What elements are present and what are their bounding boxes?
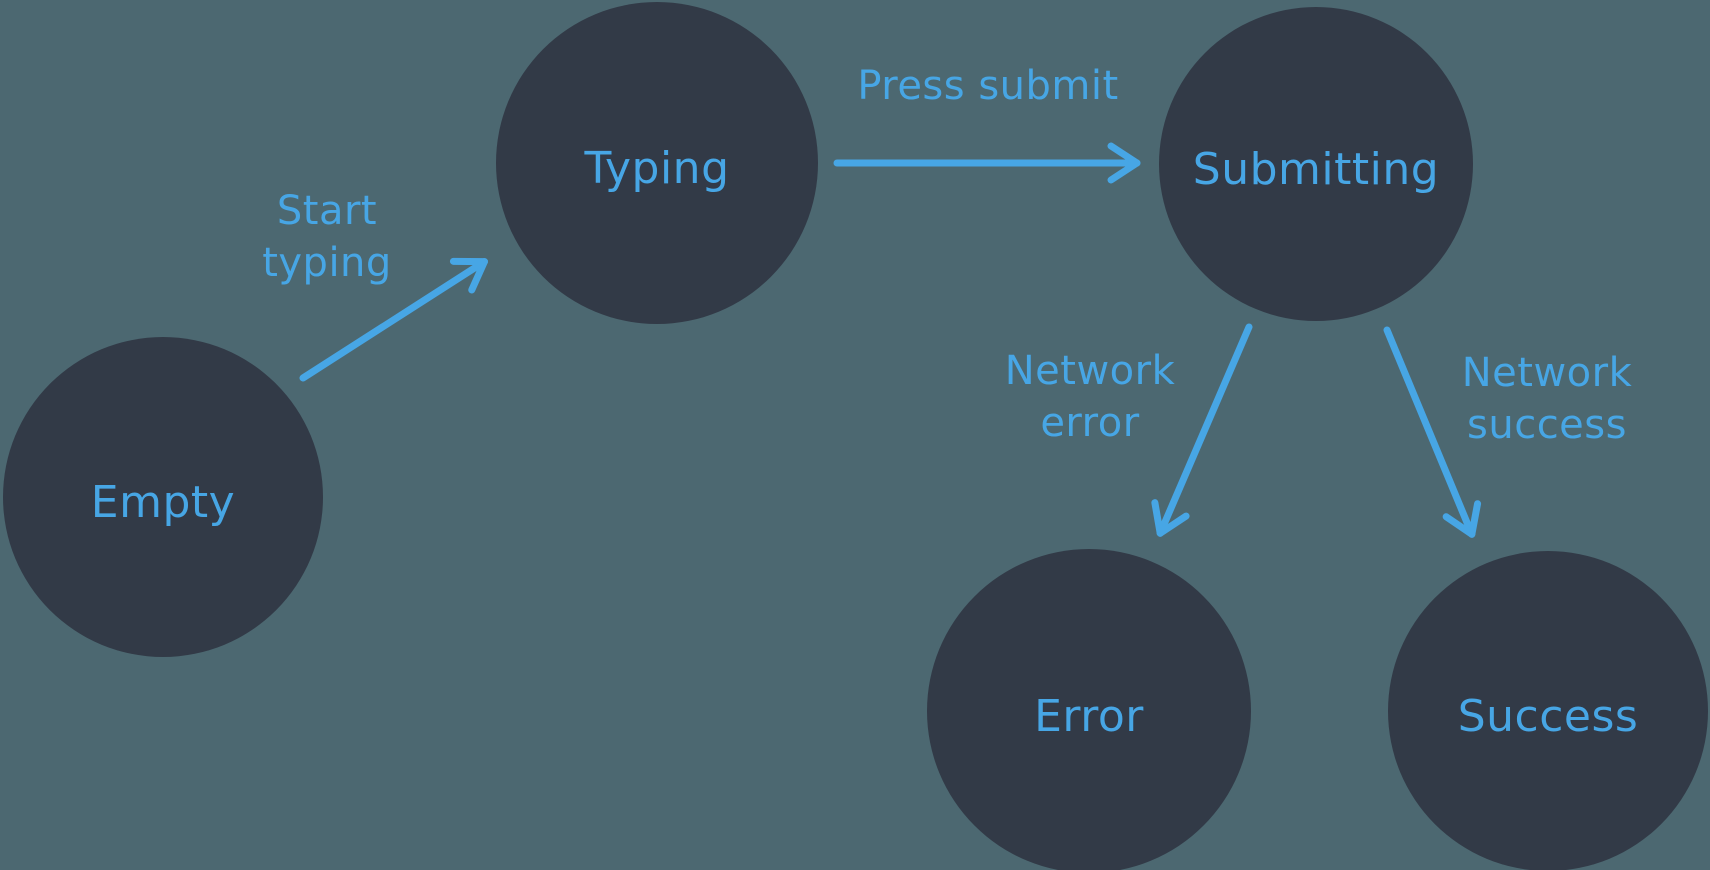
transition-label-press-submit: Press submit — [857, 60, 1118, 112]
state-node-label: Typing — [584, 142, 730, 194]
transition-arrow-network-success — [1383, 326, 1482, 538]
state-node-label: Empty — [90, 476, 236, 528]
transition-label-network-success: Network success — [1462, 347, 1633, 451]
transition-label-start-typing: Start typing — [262, 185, 392, 289]
transition-label-line: Press submit — [857, 63, 1119, 109]
transition-label-line: success — [1467, 402, 1627, 448]
transition-label-network-error: Network error — [1005, 345, 1176, 449]
state-node-empty: Empty — [3, 337, 323, 657]
transition-arrow-network-error — [1151, 323, 1253, 537]
transition-label-line: typing — [262, 240, 392, 286]
state-node-error: Error — [927, 549, 1251, 870]
state-node-label: Error — [1034, 690, 1144, 742]
state-node-label: Success — [1457, 690, 1639, 742]
state-node-success: Success — [1388, 551, 1708, 870]
state-node-label: Submitting — [1192, 143, 1440, 195]
transition-label-line: error — [1040, 400, 1140, 446]
transition-label-line: Start — [276, 188, 378, 234]
state-node-typing: Typing — [496, 2, 818, 324]
transition-label-line: Network — [1004, 348, 1176, 394]
transition-arrow-start-typing — [299, 257, 488, 382]
transition-label-line: Network — [1461, 350, 1633, 396]
state-node-submitting: Submitting — [1159, 7, 1473, 321]
